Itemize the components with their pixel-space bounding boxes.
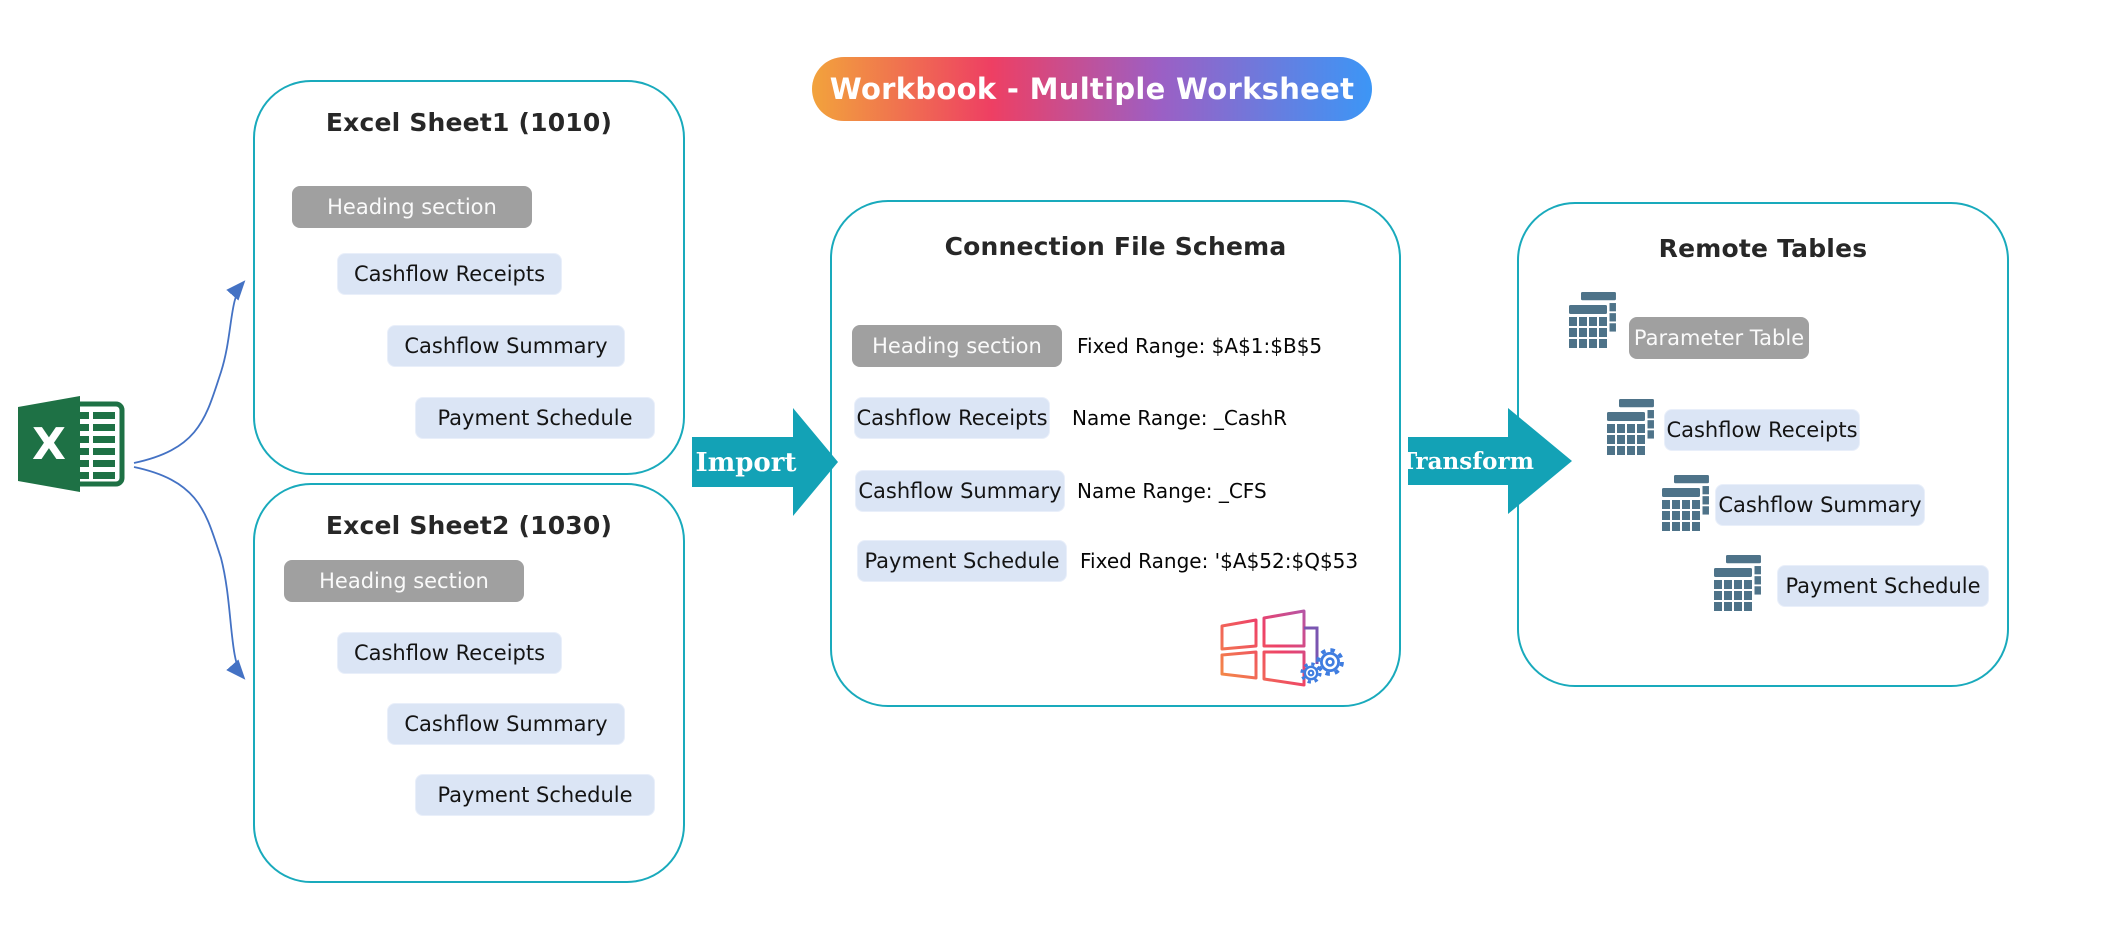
table-stack-icon — [1662, 475, 1709, 535]
schema-cashflow-receipts-chip: Cashflow Receipts — [854, 397, 1050, 439]
remote-payment-schedule-chip: Payment Schedule — [1777, 565, 1989, 607]
remote-cashflow-summary-chip: Cashflow Summary — [1715, 484, 1925, 526]
connection-file-schema-panel: Connection File Schema Heading section F… — [830, 200, 1401, 707]
table-stack-icon — [1714, 555, 1761, 615]
schema-payment-range: Fixed Range: '$A$52:$Q$53 — [1080, 549, 1359, 573]
svg-text:X: X — [32, 419, 66, 470]
transform-arrow-label: Transform — [1405, 448, 1534, 475]
excel-sheet1-panel: Excel Sheet1 (1010) Heading section Cash… — [253, 80, 685, 475]
import-arrow: Import — [692, 408, 838, 516]
sheet2-payment-schedule-chip: Payment Schedule — [415, 774, 655, 816]
schema-heading-section-chip: Heading section — [852, 325, 1062, 367]
remote-tables-panel: Remote Tables Parameter Table — [1517, 202, 2009, 687]
schema-heading-range: Fixed Range: $A$1:$B$5 — [1077, 334, 1323, 358]
sheet2-heading-section-chip: Heading section — [284, 560, 524, 602]
transform-arrow: Transform — [1405, 408, 1572, 514]
table-stack-icon — [1569, 292, 1616, 352]
sheet2-cashflow-receipts-chip: Cashflow Receipts — [337, 632, 562, 674]
sheet1-cashflow-summary-chip: Cashflow Summary — [387, 325, 625, 367]
sheet2-title: Excel Sheet2 (1030) — [325, 511, 613, 540]
schema-receipts-range: Name Range: _CashR — [1072, 406, 1288, 430]
excel-sheet2-panel: Excel Sheet2 (1030) Heading section Cash… — [253, 483, 685, 883]
title-banner: Workbook - Multiple Worksheet — [812, 57, 1372, 121]
sheet2-cashflow-summary-chip: Cashflow Summary — [387, 703, 625, 745]
remote-parameter-table-chip: Parameter Table — [1629, 317, 1809, 359]
sheet1-payment-schedule-chip: Payment Schedule — [415, 397, 655, 439]
import-arrow-label: Import — [696, 448, 797, 478]
schema-payment-schedule-chip: Payment Schedule — [857, 540, 1067, 582]
sheet1-title: Excel Sheet1 (1010) — [325, 108, 613, 137]
remote-cashflow-receipts-chip: Cashflow Receipts — [1664, 409, 1860, 451]
schema-cashflow-summary-chip: Cashflow Summary — [855, 470, 1065, 512]
schema-title: Connection File Schema — [944, 232, 1287, 261]
windows-services-icon — [1220, 609, 1344, 687]
sheet1-heading-section-chip: Heading section — [292, 186, 532, 228]
excel-to-sheet2-arrow — [133, 466, 246, 680]
sheet1-cashflow-receipts-chip: Cashflow Receipts — [337, 253, 562, 295]
schema-summary-range: Name Range: _CFS — [1077, 479, 1267, 503]
excel-logo-icon: X — [18, 396, 125, 492]
table-stack-icon — [1607, 399, 1654, 459]
remote-title: Remote Tables — [1658, 234, 1868, 263]
title-banner-text: Workbook - Multiple Worksheet — [829, 72, 1355, 106]
excel-to-sheet1-arrow — [133, 280, 246, 464]
